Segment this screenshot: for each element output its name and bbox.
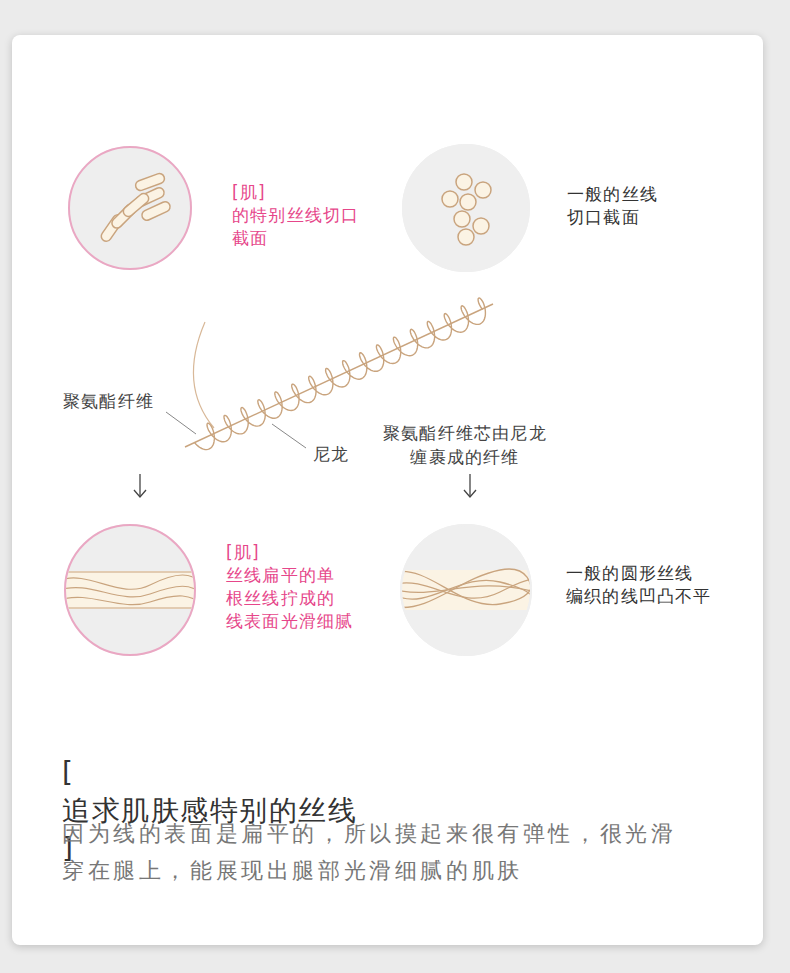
circle-label: [肌] 丝线扁平的单 根丝线拧成的 线表面光滑细腻	[226, 541, 360, 633]
circle-outline	[68, 146, 192, 270]
circle-outline	[400, 524, 532, 656]
circle-outline	[402, 144, 530, 272]
fiber-circle: 一般的圆形丝线 编织的线凹凸不平	[400, 524, 532, 656]
fiber-circle: [肌] 丝线扁平的单 根丝线拧成的 线表面光滑细腻	[64, 524, 196, 656]
caption: 因为线的表面是扁平的，所以摸起来很有弹性，很光滑 穿在腿上，能展现出腿部光滑细腻…	[62, 815, 683, 889]
fiber-circle: 一般的丝线 切口截面	[402, 144, 530, 272]
section-title: [ 追求肌肤感特别的丝线 ]	[62, 754, 363, 868]
circle-label: 一般的丝线 切口截面	[567, 183, 664, 229]
circle-label: [肌] 的特别丝线切口 截面	[232, 181, 366, 250]
part-label: 聚氨酯纤维芯由尼龙 缠裹成的纤维	[380, 421, 550, 469]
circle-label: 一般的圆形丝线 编织的线凹凸不平	[566, 562, 718, 608]
part-label: 尼龙	[313, 442, 356, 466]
circle-outline	[64, 524, 196, 656]
part-label: 聚氨酯纤维	[63, 389, 160, 413]
fiber-circle: [肌] 的特别丝线切口 截面	[68, 146, 192, 270]
